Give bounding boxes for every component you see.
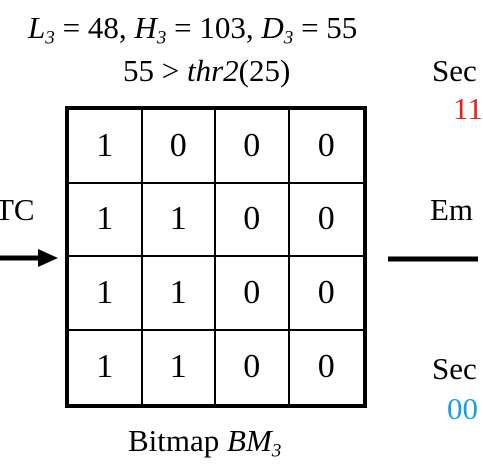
h-symbol: H (134, 10, 157, 45)
caption-prefix: Bitmap (128, 423, 228, 458)
d-subscript: 3 (283, 27, 294, 49)
h-value: = 103, (166, 10, 262, 45)
l-value: = 48, (54, 10, 135, 45)
right-bottom-value: 00 (447, 391, 478, 426)
bitmap-cell: 0 (289, 257, 363, 331)
l-symbol: L (28, 10, 46, 45)
bitmap-cell: 0 (317, 348, 335, 386)
right-bottom-label: Sec (432, 351, 477, 386)
bitmap-caption: Bitmap BM3 (128, 423, 281, 460)
threshold-line: 55 > thr2(25) (123, 55, 290, 86)
left-arrow-head (38, 249, 58, 267)
equation-line: L3 = 48, H3 = 103, D3 = 55 (28, 10, 358, 47)
threshold-rhs: (25) (238, 53, 291, 88)
bitmap-cell: 0 (216, 110, 290, 184)
bitmap-cell: 0 (216, 183, 290, 257)
h-subscript: 3 (156, 27, 167, 49)
d-value: = 55 (293, 10, 358, 45)
bitmap-cell: 0 (142, 110, 216, 184)
bitmap-cell: 0 (289, 110, 363, 184)
bitmap-cell: 1 (142, 257, 216, 331)
left-label: TC (0, 192, 35, 227)
bitmap-cell: 1 (69, 110, 143, 184)
threshold-lhs: 55 > (123, 53, 187, 88)
l-subscript: 3 (45, 27, 55, 49)
bitmap-cell: 1 (143, 330, 216, 404)
bitmap-cell: 0 (216, 257, 290, 331)
bitmap-cell: 0 (216, 330, 290, 404)
right-middle-label: Em (430, 192, 474, 227)
caption-subscript: 3 (271, 440, 282, 462)
bitmap-cell: 0 (289, 184, 363, 257)
right-arrow-line (388, 256, 478, 262)
bitmap-cell: 1 (142, 183, 216, 257)
d-symbol: D (261, 10, 284, 45)
bitmap-cell: 1 (69, 257, 143, 331)
right-top-value: 11 (453, 91, 483, 126)
bitmap-cell: 1 (69, 330, 143, 404)
bitmap-cell: 1 (69, 183, 143, 257)
left-arrow (0, 249, 58, 267)
caption-symbol: BM (227, 423, 272, 458)
threshold-function: thr2 (186, 53, 239, 88)
right-top-label: Sec (432, 53, 477, 88)
